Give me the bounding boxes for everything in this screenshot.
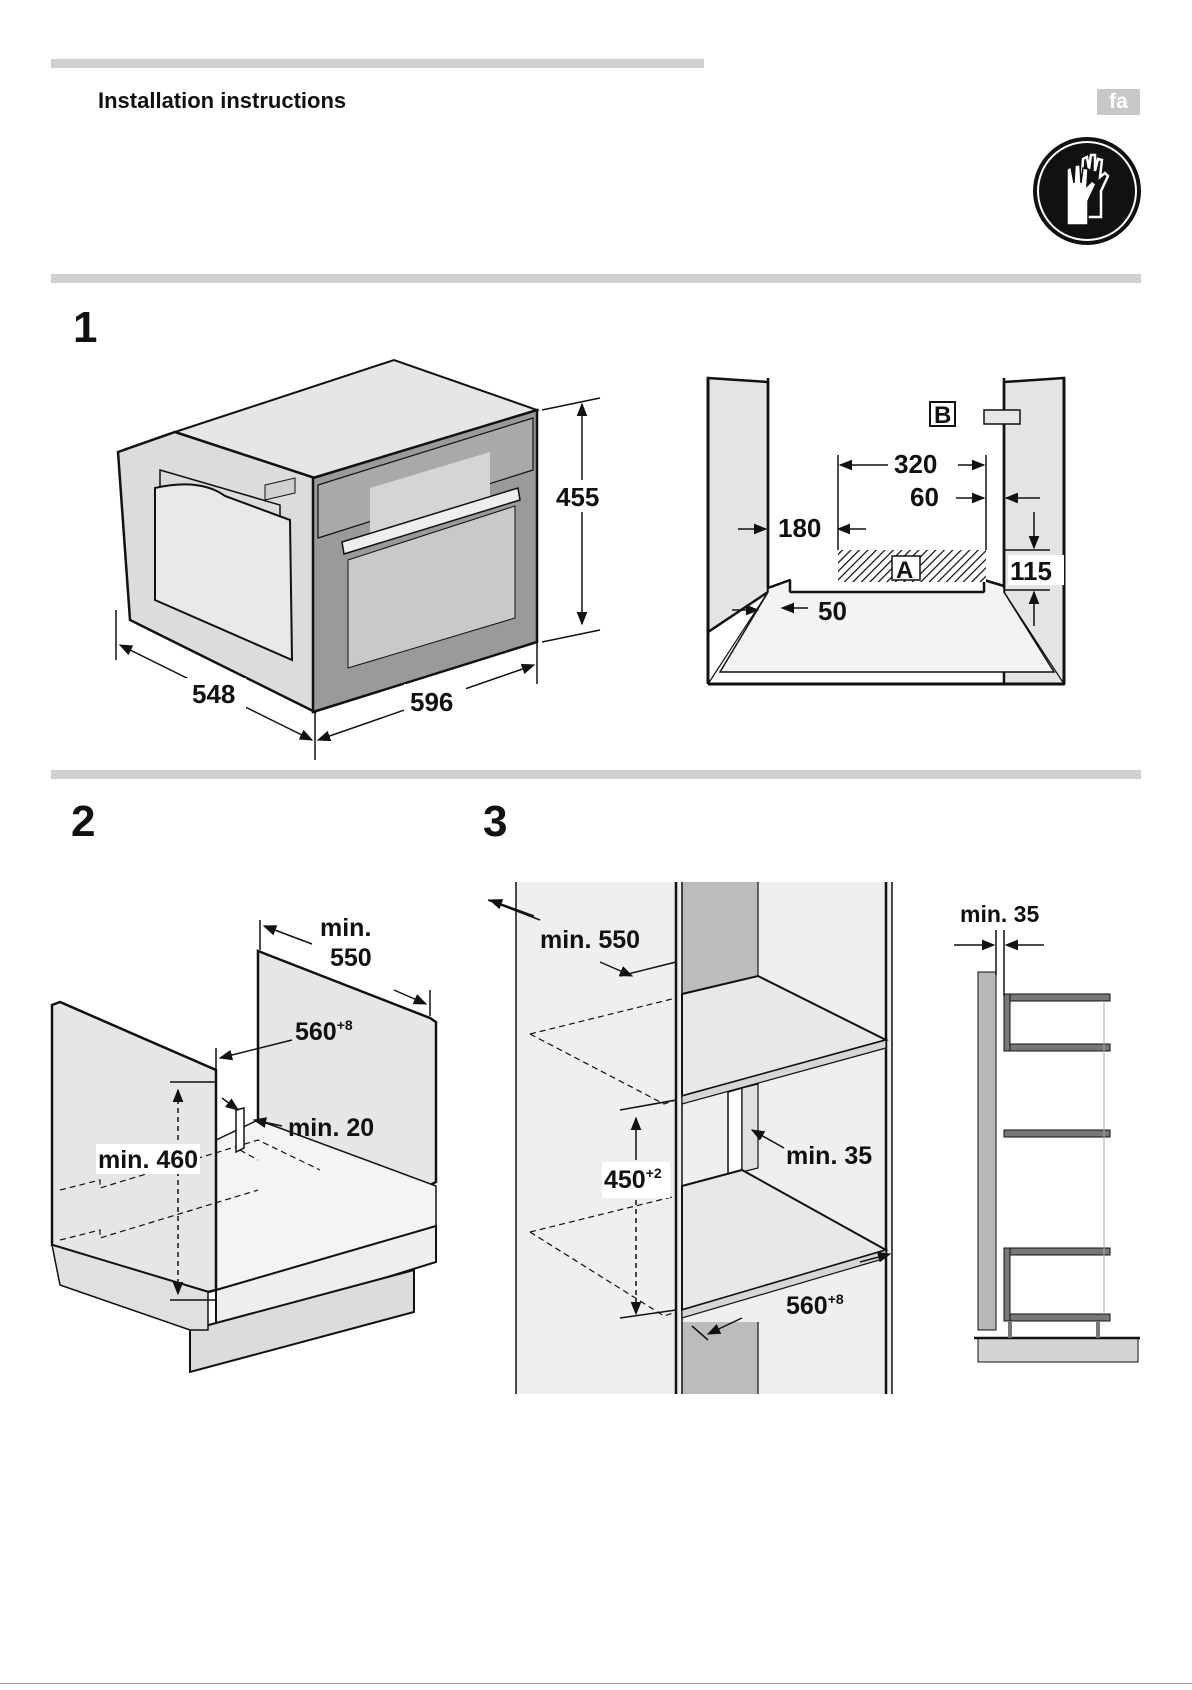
- side-view-illustration: [974, 972, 1140, 1362]
- tall-cabinet-illustration: [516, 882, 892, 1394]
- page-bottom-rule: [0, 1683, 1192, 1684]
- tall-min35: min. 35: [786, 1142, 872, 1170]
- side-min35: min. 35: [960, 901, 1039, 927]
- tall-min550: min. 550: [540, 926, 640, 954]
